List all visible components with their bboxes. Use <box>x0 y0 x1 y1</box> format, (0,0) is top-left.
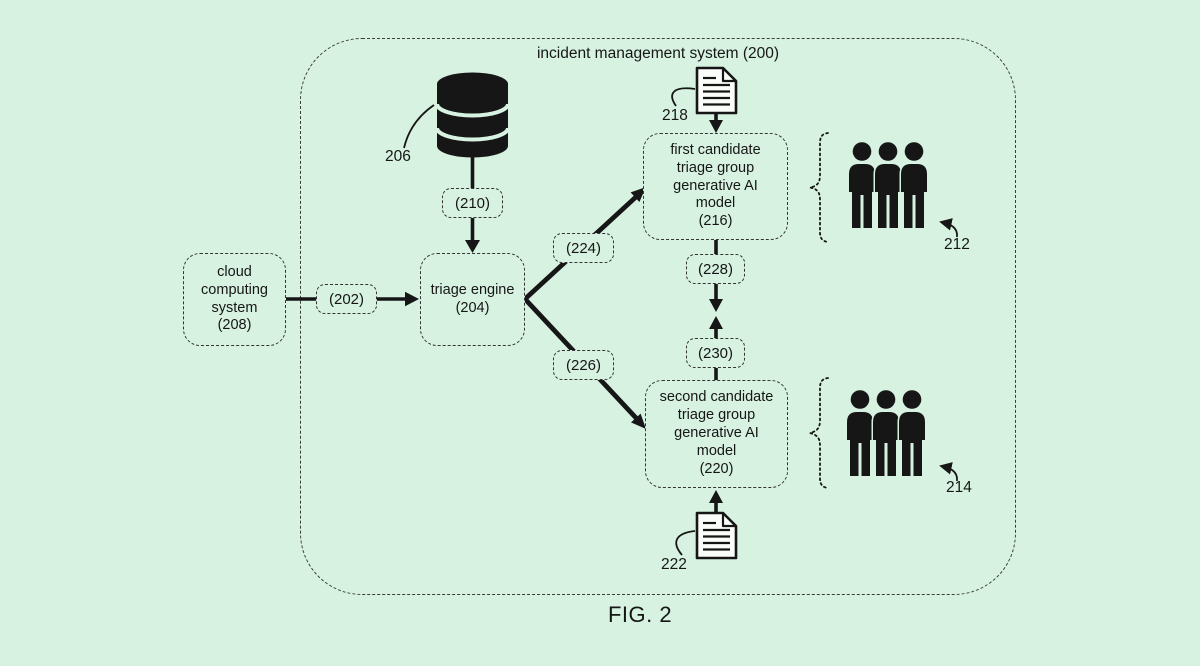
connector-label-224: (224) <box>553 233 614 263</box>
connector-label-230: (230) <box>686 338 745 368</box>
ref-label-212: 212 <box>944 236 970 253</box>
system-title: incident management system (200) <box>536 45 780 62</box>
ref-label-206: 206 <box>385 148 411 165</box>
document-icon-222 <box>695 511 738 560</box>
curly-brace-214 <box>809 377 829 489</box>
curly-brace-212 <box>809 132 829 243</box>
people-group-icon-212 <box>847 140 929 230</box>
connector-label-210: (210) <box>442 188 503 218</box>
ref-label-214: 214 <box>946 479 972 496</box>
incident-management-system-boundary <box>300 38 1016 595</box>
node-cloud-computing-system: cloud computing system (208) <box>183 253 286 346</box>
connector-label-202: (202) <box>316 284 377 314</box>
connector-label-226: (226) <box>553 350 614 380</box>
node-first-candidate-model: first candidate triage group generative … <box>643 133 788 240</box>
connector-label-228: (228) <box>686 254 745 284</box>
database-icon <box>435 72 510 158</box>
ref-label-218: 218 <box>662 107 688 124</box>
node-triage-engine: triage engine (204) <box>420 253 525 346</box>
people-group-icon-214 <box>845 388 927 478</box>
connector-arrowheads <box>405 120 723 503</box>
document-icon-218 <box>695 66 738 115</box>
ref-label-222: 222 <box>661 556 687 573</box>
reference-leader-lines <box>403 87 958 556</box>
figure-caption: FIG. 2 <box>607 602 673 627</box>
node-second-candidate-model: second candidate triage group generative… <box>645 380 788 488</box>
